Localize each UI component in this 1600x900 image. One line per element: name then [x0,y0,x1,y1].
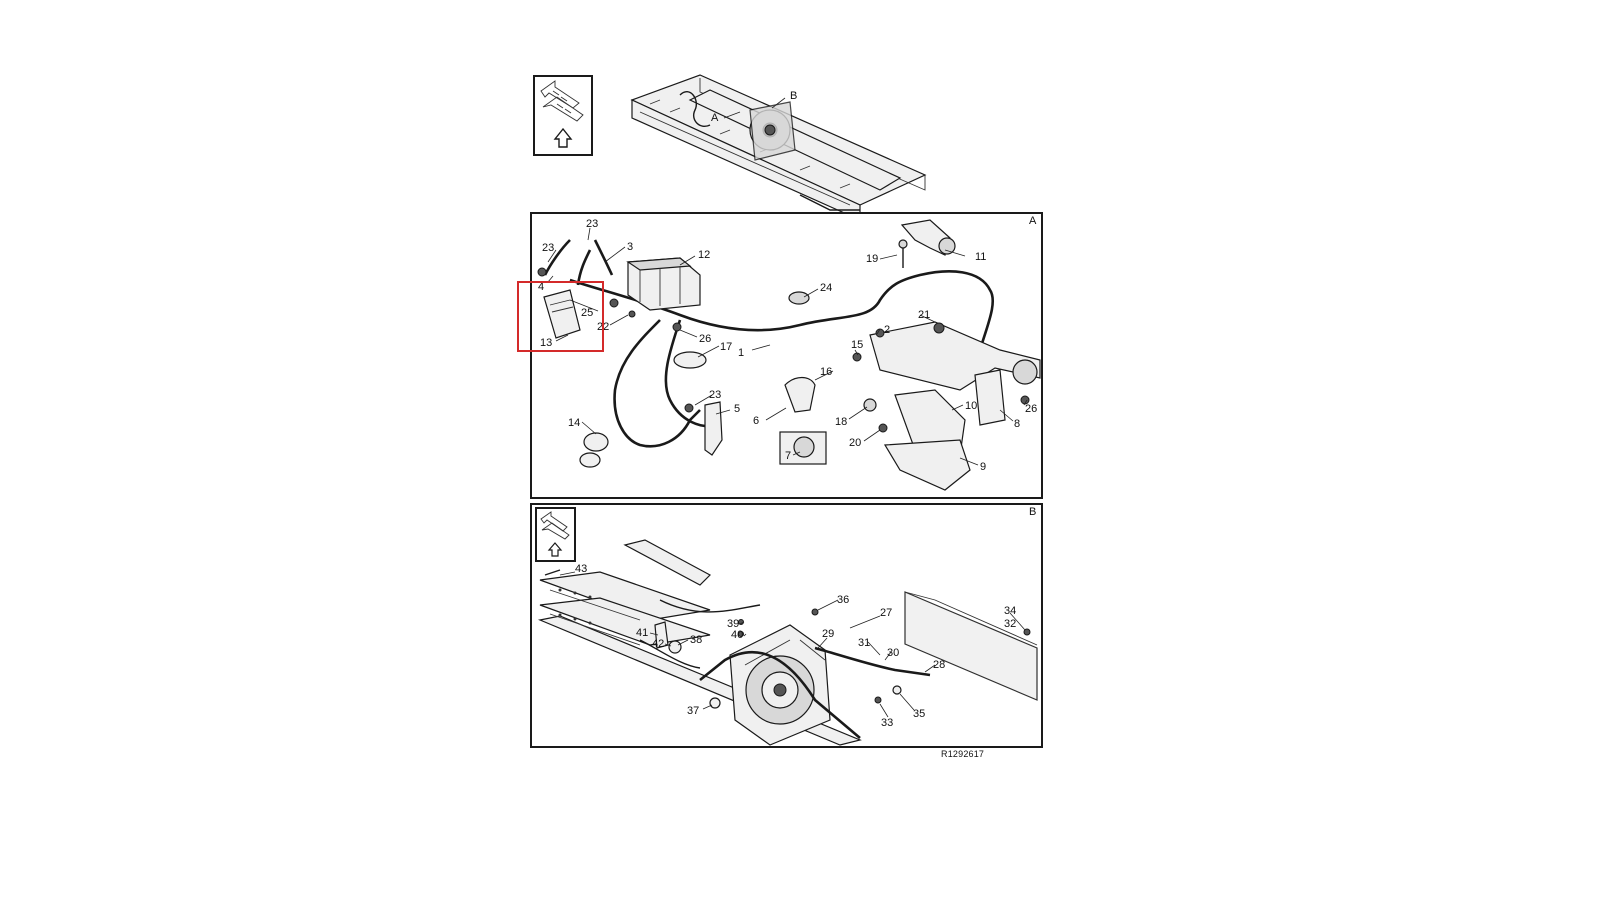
orientation-icon-b [535,507,576,562]
chassis-frame [630,74,927,221]
detail-panel-a [530,212,1043,499]
highlight-part-13 [517,281,604,352]
orientation-icon-top [533,75,593,156]
panel-a-letter: A [1029,215,1037,227]
callout-b: B [790,90,797,102]
detail-panel-b [530,503,1043,748]
callout-a: A [711,112,719,124]
panel-b-letter: B [1029,506,1037,518]
reference-code: R1292617 [941,749,985,759]
direction-arrow-icon [540,511,570,557]
gearbox-overview [749,101,796,161]
direction-arrow-icon [540,80,584,148]
